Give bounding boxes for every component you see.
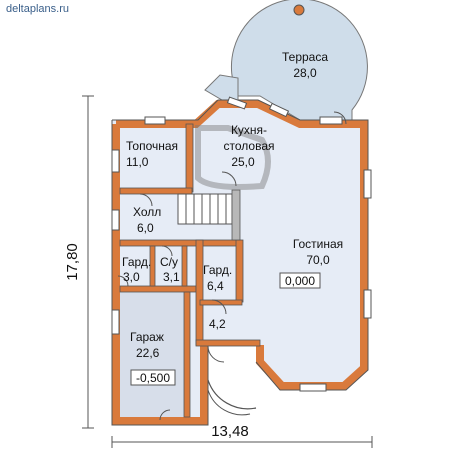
boiler-name: Топочная (126, 139, 178, 153)
interior-walls (119, 123, 261, 418)
boiler-area: 11,0 (126, 155, 149, 169)
terrace (204, 0, 368, 121)
terrace-name: Терраса (282, 50, 328, 64)
level-garage: -0,500 (136, 371, 170, 385)
wardrobe1-name: Гард. (122, 255, 151, 269)
wardrobe2-name: Гард. (203, 263, 232, 277)
hall-name: Холл (133, 205, 161, 219)
wardrobe1-area: 3,0 (123, 270, 140, 284)
windows (111, 96, 372, 392)
small-room-area: 4,2 (209, 317, 226, 331)
wc-name: С/у (160, 255, 178, 269)
kitchen-area: 25,0 (231, 155, 255, 169)
dimension-lines (82, 95, 373, 448)
wardrobe2-area: 6,4 (207, 279, 224, 293)
staircase (177, 189, 241, 241)
level-garage-box (130, 369, 176, 386)
hall-area: 6,0 (137, 221, 154, 235)
doors (117, 111, 347, 421)
kitchen-name-1: Кухня- (231, 123, 267, 137)
kitchen-name-2: столовая (224, 139, 275, 153)
level-main-box (279, 272, 321, 289)
dimension-height: 17,80 (64, 243, 81, 281)
watermark: deltaplans.ru (6, 3, 69, 15)
living-area: 70,0 (306, 253, 330, 267)
dimension-width: 13,48 (211, 423, 249, 440)
porch (207, 379, 257, 416)
living-name: Гостиная (293, 237, 343, 251)
wc-area: 3,1 (163, 270, 180, 284)
level-main: 0,000 (285, 274, 315, 288)
garage-area: 22,6 (136, 346, 160, 360)
garage-name: Гараж (130, 330, 164, 344)
kitchen-counter (195, 125, 271, 190)
terrace-area: 28,0 (293, 66, 317, 80)
outer-walls (112, 100, 368, 425)
